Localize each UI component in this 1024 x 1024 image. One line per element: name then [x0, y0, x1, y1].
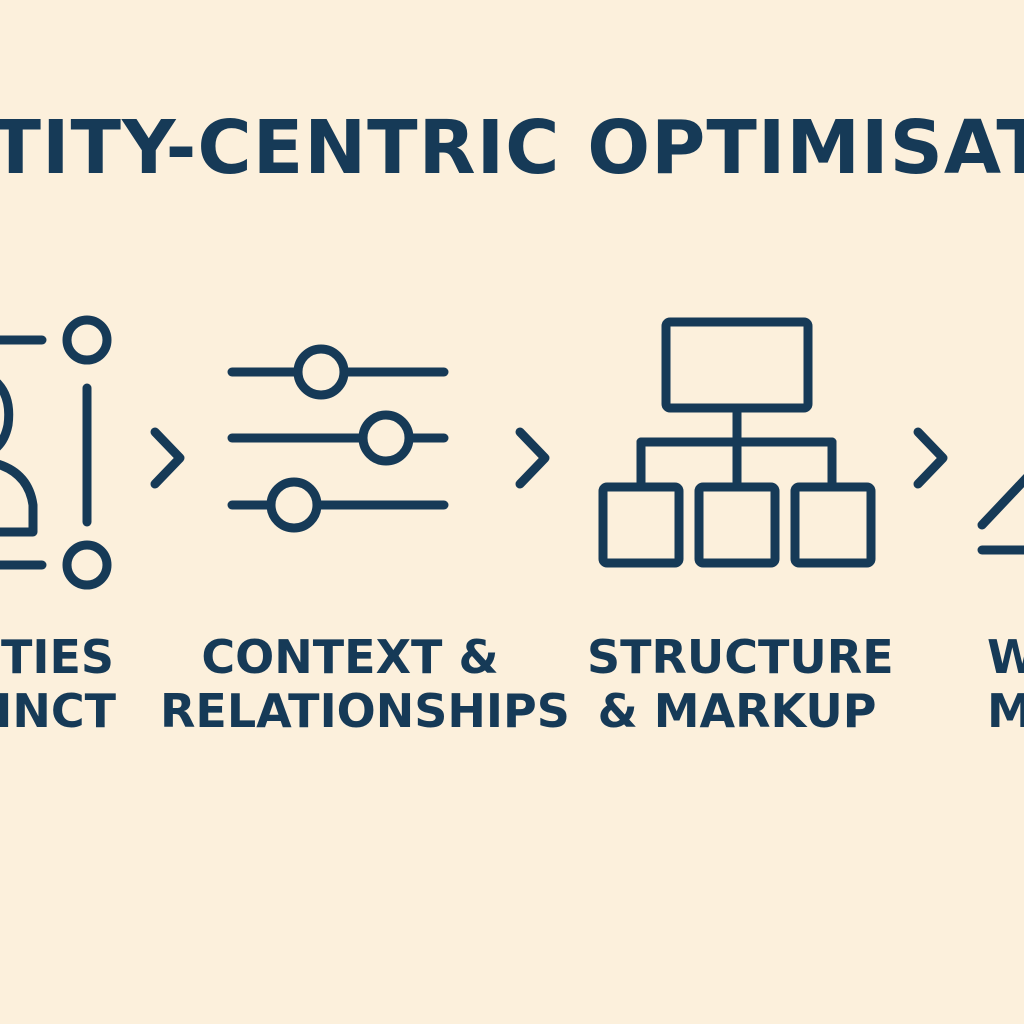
step-label-structure: STRUCTURE & MARKUP	[587, 630, 894, 738]
step-label-line1: STRUCTURE	[587, 630, 894, 684]
step-label-line2: RELATIONSHIPS	[160, 684, 570, 738]
step-label-line2: & MARKUP	[597, 684, 877, 738]
step-label-entities: ENTITIES DISTINCT	[0, 630, 116, 738]
diagram-title: ENTITY-CENTRIC OPTIMISATION (EO)	[0, 98, 1024, 198]
hierarchy-icon	[598, 317, 876, 568]
sliders-icon	[227, 344, 449, 533]
chevron-right-icon	[150, 427, 185, 489]
step-label-fourth: W M	[987, 630, 1024, 738]
step-label-line1: CONTEXT &	[201, 630, 499, 684]
step-label-line1: W	[987, 630, 1024, 684]
person-nodes-icon	[0, 315, 112, 590]
chevron-right-icon	[515, 427, 550, 489]
step-label-line2: M	[987, 684, 1024, 738]
triangle-icon	[977, 474, 1024, 555]
chevron-right-icon	[913, 427, 948, 489]
step-label-line1: ENTITIES	[0, 630, 114, 684]
step-label-line2: DISTINCT	[0, 684, 116, 738]
diagram-title-text: ENTITY-CENTRIC OPTIMISATION (EO)	[0, 105, 1024, 191]
step-label-context: CONTEXT & RELATIONSHIPS	[160, 630, 570, 738]
